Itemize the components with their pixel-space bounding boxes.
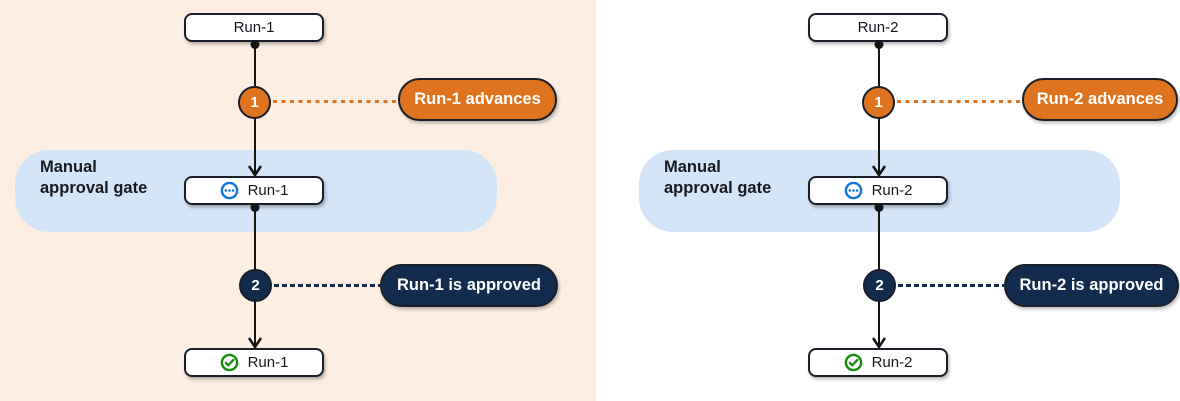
gate-node-label: Run-2 (871, 182, 913, 199)
pending-ellipsis-icon (220, 181, 238, 200)
step-1-badge: 1 (862, 86, 895, 119)
success-check-icon (220, 353, 238, 372)
advance-callout-connector (273, 100, 398, 103)
step-1-number: 1 (874, 94, 883, 111)
gate-node: Run-2 (808, 176, 948, 205)
success-check-icon (844, 353, 862, 372)
connector-arrow (871, 203, 887, 350)
gate-node-label: Run-1 (247, 182, 289, 199)
gate-node: Run-1 (184, 176, 324, 205)
step-2-badge: 2 (863, 269, 896, 302)
approved-callout-connector (898, 284, 1004, 287)
manual-approval-gate-label: Manual approval gate (664, 158, 772, 198)
step-2-badge: 2 (239, 269, 272, 302)
run-source-node: Run-2 (808, 13, 948, 42)
step-2-number: 2 (251, 277, 260, 294)
step-1-number: 1 (250, 94, 259, 111)
step-1-badge: 1 (238, 86, 271, 119)
run-source-label: Run-2 (857, 19, 899, 36)
advance-callout-label: Run-1 advances (414, 90, 541, 108)
run-source-label: Run-1 (233, 19, 275, 36)
final-node: Run-1 (184, 348, 324, 377)
advance-callout-connector (897, 100, 1022, 103)
approved-callout: Run-1 is approved (380, 264, 558, 307)
advance-callout: Run-2 advances (1022, 78, 1178, 121)
approved-callout-label: Run-2 is approved (1019, 276, 1164, 294)
advance-callout-label: Run-2 advances (1036, 90, 1164, 108)
approved-callout-connector (274, 284, 380, 287)
final-node-label: Run-2 (871, 354, 913, 371)
pending-ellipsis-icon (844, 181, 862, 200)
final-node: Run-2 (808, 348, 948, 377)
advance-callout: Run-1 advances (398, 78, 557, 121)
manual-approval-gate-label: Manual approval gate (40, 158, 148, 198)
approved-callout-label: Run-1 is approved (397, 276, 541, 294)
approved-callout: Run-2 is approved (1004, 264, 1179, 307)
step-2-number: 2 (875, 277, 884, 294)
run-source-node: Run-1 (184, 13, 324, 42)
final-node-label: Run-1 (247, 354, 289, 371)
